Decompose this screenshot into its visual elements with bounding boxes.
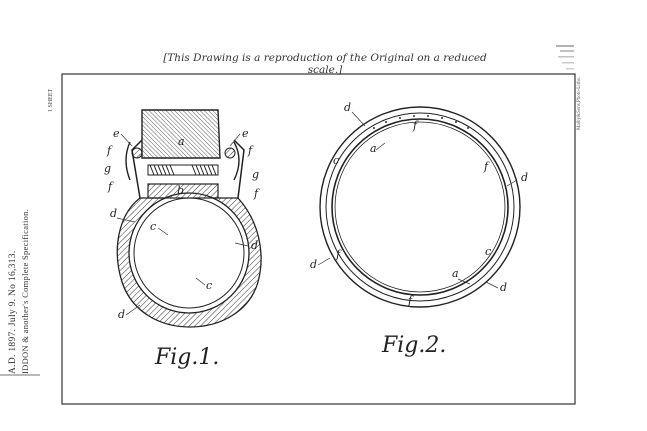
- fig1-letter: b: [177, 184, 184, 197]
- fig1-letter: d: [251, 239, 258, 252]
- fig1-letter: g: [104, 162, 111, 175]
- fig2-letter: f: [412, 119, 419, 132]
- fig1-letter: c: [206, 279, 212, 292]
- fig2-letter: d: [310, 258, 317, 271]
- fig2-letter: a: [370, 142, 377, 155]
- fig1-letter: d: [110, 207, 117, 220]
- fig1-letter: g: [252, 168, 259, 181]
- fig1-base-plate: [147, 183, 219, 199]
- fig1-inner-tube: [128, 192, 250, 314]
- figure-2-drawing: d f a c f d d f c a d f Fig.2.: [310, 101, 528, 358]
- fig2-letter: a: [452, 267, 459, 280]
- fig2-letter: d: [344, 101, 351, 114]
- fig2-innermost-ring: [334, 121, 506, 293]
- scan-speckle: [556, 45, 574, 70]
- fig2-letter: c: [485, 245, 491, 258]
- fig2-label: Fig.2.: [381, 333, 446, 358]
- fig1-letter: d: [118, 308, 125, 321]
- fig1-letter: f: [247, 144, 254, 157]
- fig1-letter: f: [106, 144, 113, 157]
- fig2-letter: f: [407, 294, 414, 307]
- fig2-letter: f: [483, 160, 490, 173]
- fig2-letter: d: [500, 281, 507, 294]
- fig1-letter: e: [113, 127, 120, 140]
- fig2-mid-ring: [325, 112, 515, 302]
- fig1-rim-block: [141, 109, 221, 159]
- fig1-bolts: [147, 164, 219, 176]
- fig1-label: Fig.1.: [154, 345, 219, 370]
- fig2-inner-ring: [331, 118, 509, 296]
- fig1-letter: a: [178, 135, 185, 148]
- fig2-letter: d: [521, 171, 528, 184]
- fig1-letter: e: [242, 127, 249, 140]
- sheet-border: [61, 73, 576, 405]
- fig2-letter: c: [333, 154, 339, 167]
- fig2-rivets: [373, 115, 469, 129]
- figure-1-drawing: a e e f f g g f f b d c d c d: [104, 109, 262, 370]
- fig1-letter: c: [150, 220, 156, 233]
- fig1-letter: f: [253, 187, 260, 200]
- fig1-letter: f: [107, 180, 114, 193]
- fig2-outer-ring: [319, 106, 521, 308]
- reproduction-caption: [This Drawing is a reproduction of the O…: [163, 52, 487, 76]
- fig2-letter: f: [335, 248, 342, 261]
